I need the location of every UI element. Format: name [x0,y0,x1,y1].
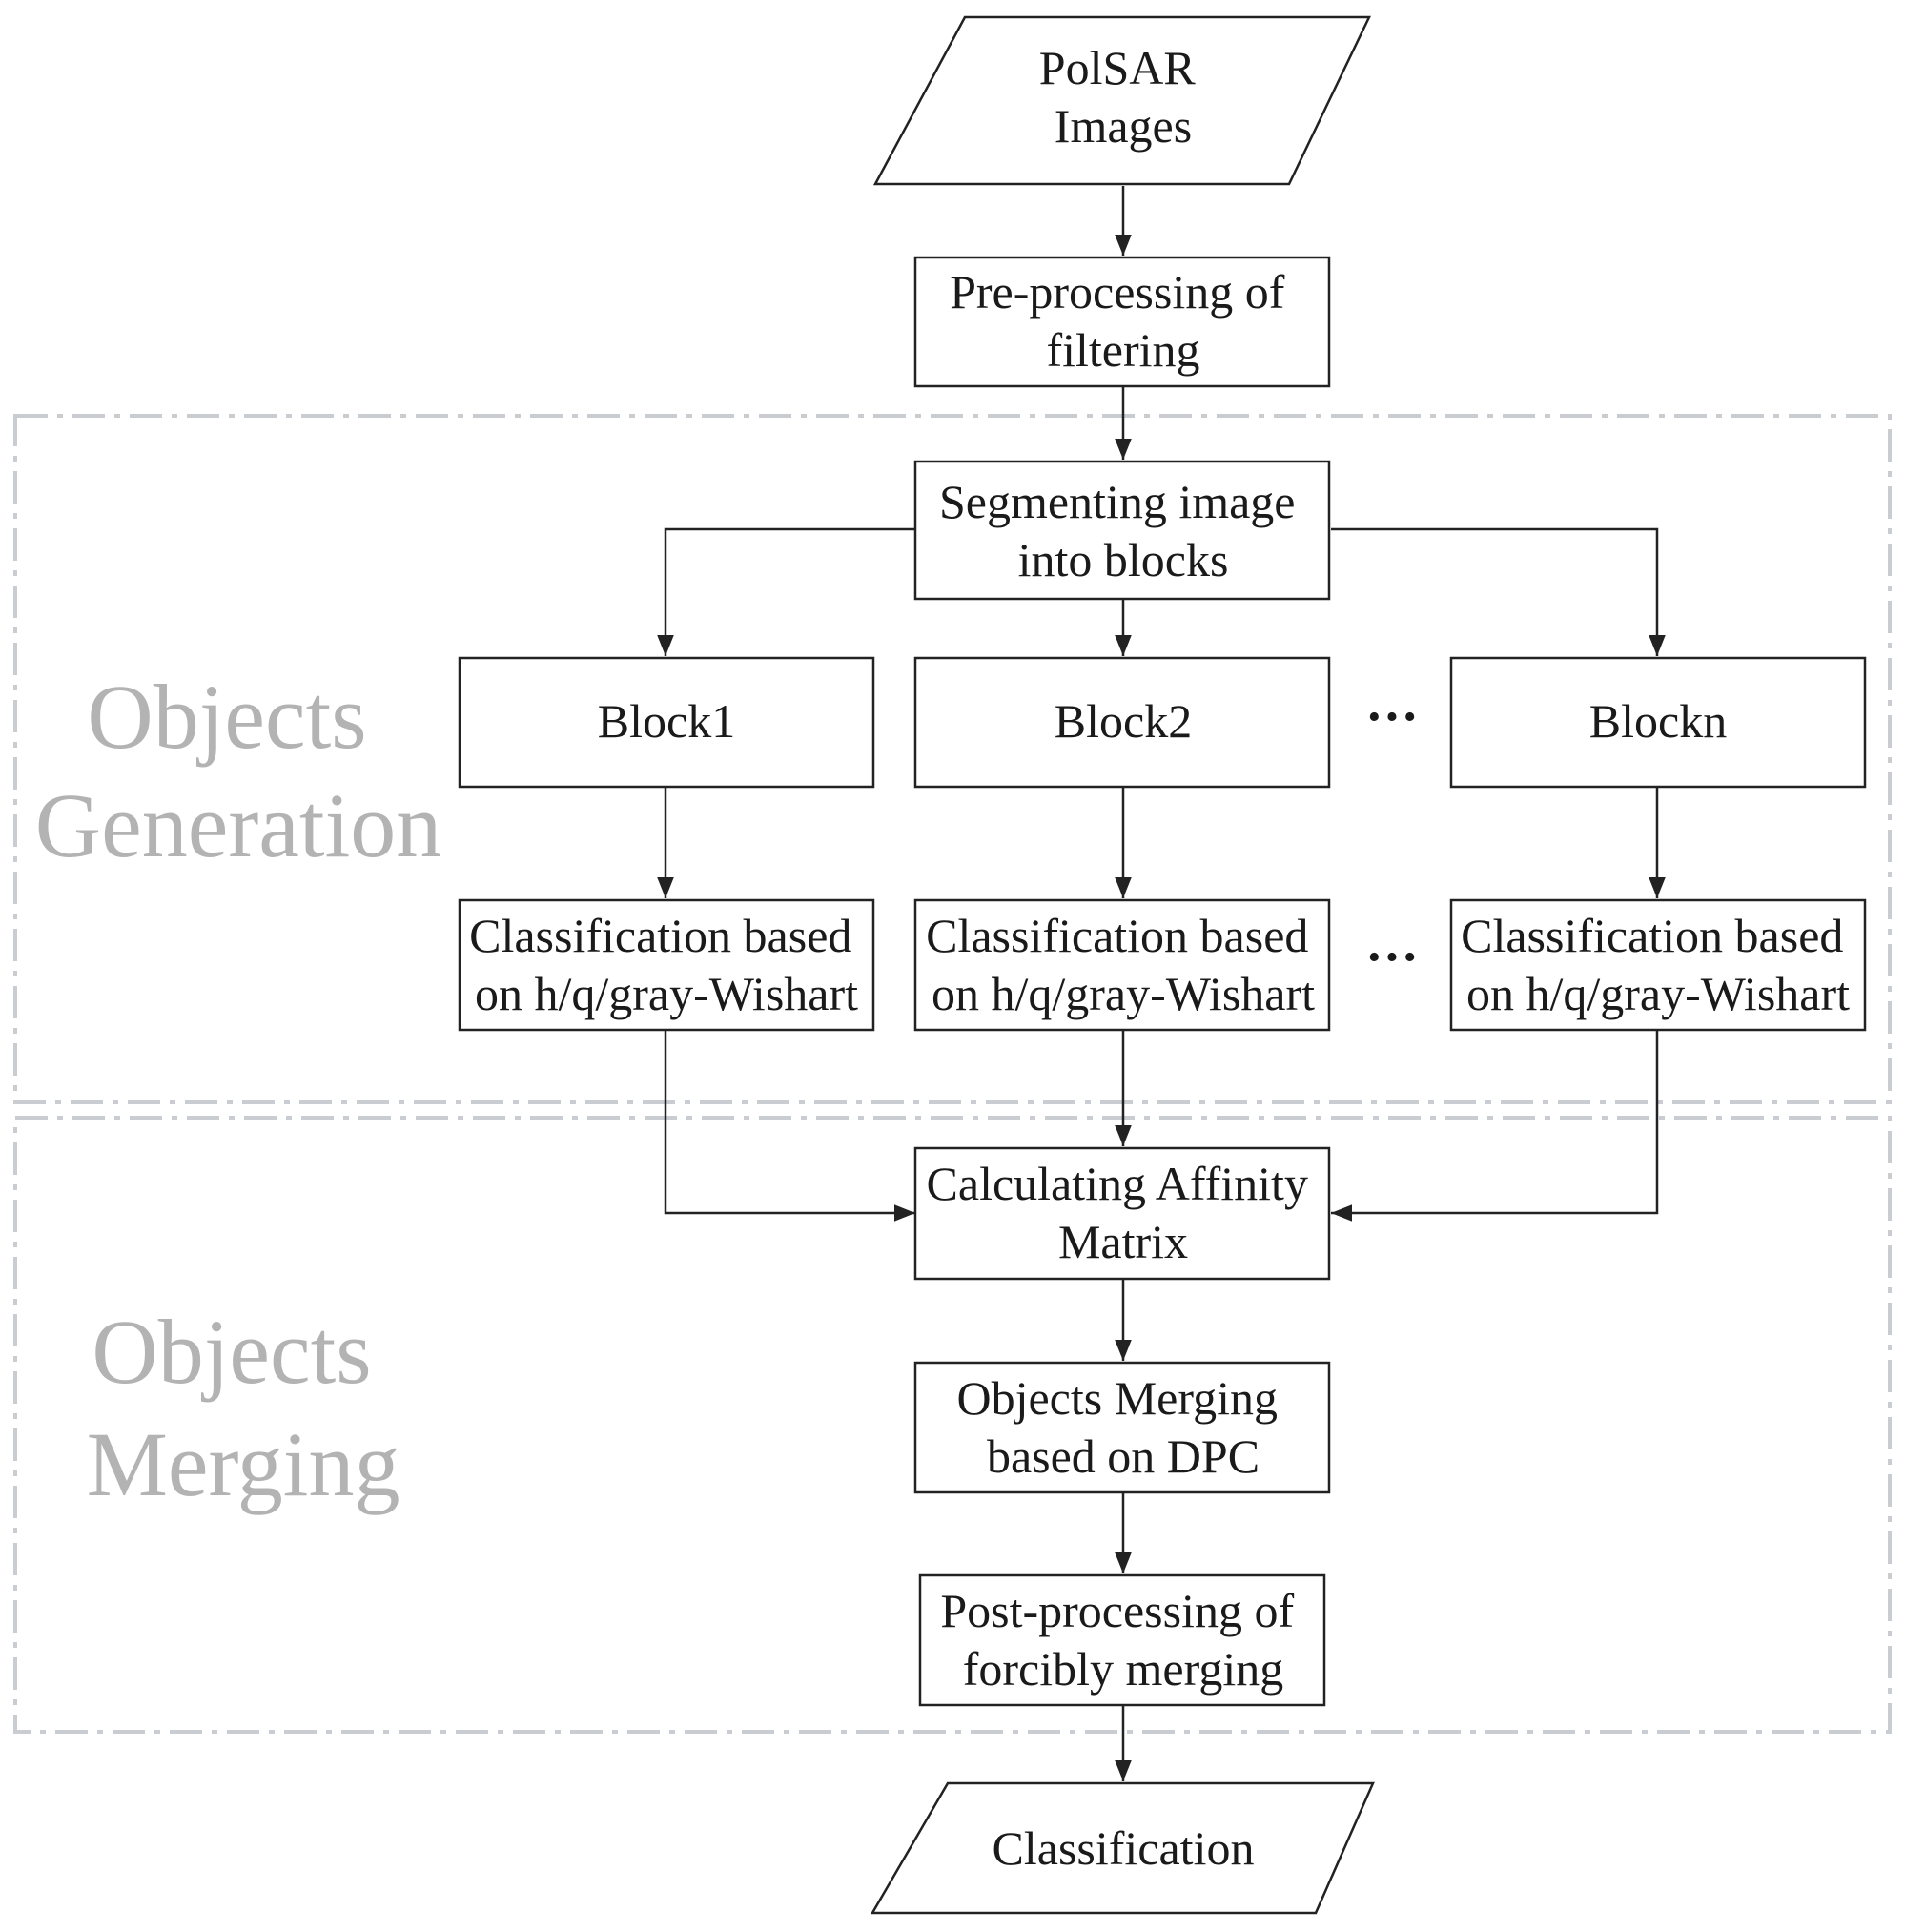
node-merge: Objects Merging based on DPC [913,1361,1331,1494]
section-label-generation: Objects Generation [35,666,441,876]
ellipsis-classes: ··· [1365,928,1419,987]
node-postprocess-line1: Post-processing of [940,1584,1294,1637]
svg-text:Classification based on: Classification based on h/q/gray-Wishart [469,909,864,1020]
edges [657,186,1666,1781]
svg-text:Classification based on: Classification based on h/q/gray-Wishart [926,909,1321,1020]
node-affinity: Calculating Affinity Matrix [913,1146,1331,1281]
edge-segment-block1 [657,527,915,656]
node-postprocess-line2: forcibly merging [963,1642,1284,1696]
edge-segment-blockn [1331,527,1666,656]
node-classn: Classification based on h/q/gray-Wishart [1449,898,1867,1032]
node-blockn: Blockn [1449,656,1867,789]
ellipsis-blocks: ··· [1365,688,1419,747]
svg-text:Segmenting image into bl: Segmenting image into blocks [939,475,1307,586]
node-preprocess: Pre-processing of filtering [913,256,1331,388]
region-objects-merging [13,1116,1892,1734]
node-class2-line2: on h/q/gray-Wishart [932,967,1315,1020]
node-block2: Block2 [913,656,1331,789]
node-class1-line1: Classification based [469,909,851,962]
node-segment-line1: Segmenting image [939,475,1296,528]
node-class2: Classification based on h/q/gray-Wishart [913,898,1331,1032]
edge-classn-affinity [1331,1030,1659,1222]
node-affinity-line2: Matrix [1058,1215,1188,1268]
svg-text:Calculating Affinity Mat: Calculating Affinity Matrix [927,1157,1321,1268]
node-class2-line1: Classification based [926,909,1308,962]
node-preprocess-line1: Pre-processing of [950,265,1285,319]
svg-text:PolSAR Images: PolSAR Images [1039,41,1207,153]
node-blockn-label: Blockn [1589,694,1727,748]
node-input-line2: Images [1055,99,1192,153]
node-block1: Block1 [458,656,875,789]
node-preprocess-line2: filtering [1046,323,1199,377]
node-classn-line2: on h/q/gray-Wishart [1466,967,1850,1020]
svg-text:Classification based on: Classification based on h/q/gray-Wishart [1461,909,1855,1020]
node-class1-line2: on h/q/gray-Wishart [475,967,858,1020]
node-block1-label: Block1 [598,694,735,748]
node-block2-label: Block2 [1055,694,1192,748]
node-input: PolSAR Images [872,15,1371,186]
svg-text:Pre-processing of filter: Pre-processing of filtering [950,265,1297,377]
region-objects-generation [13,414,1892,1104]
node-output-label: Classification [993,1821,1255,1875]
node-postprocess: Post-processing of forcibly merging [918,1573,1326,1707]
section-label-merging: Objects Merging [87,1301,400,1515]
node-merge-line2: based on DPC [987,1429,1260,1483]
node-classn-line1: Classification based [1461,909,1843,962]
node-segment: Segmenting image into blocks [913,460,1331,601]
node-output: Classification [870,1781,1375,1915]
node-class1: Classification based on h/q/gray-Wishart [458,898,875,1032]
svg-text:Objects Merging based on: Objects Merging based on DPC [956,1371,1289,1483]
node-affinity-line1: Calculating Affinity [927,1157,1308,1210]
node-segment-line2: into blocks [1018,533,1229,586]
edge-class1-affinity [664,1030,915,1222]
svg-text:Post-processing of forci: Post-processing of forcibly merging [940,1584,1305,1696]
node-merge-line1: Objects Merging [956,1371,1278,1425]
node-input-line1: PolSAR [1039,41,1197,94]
